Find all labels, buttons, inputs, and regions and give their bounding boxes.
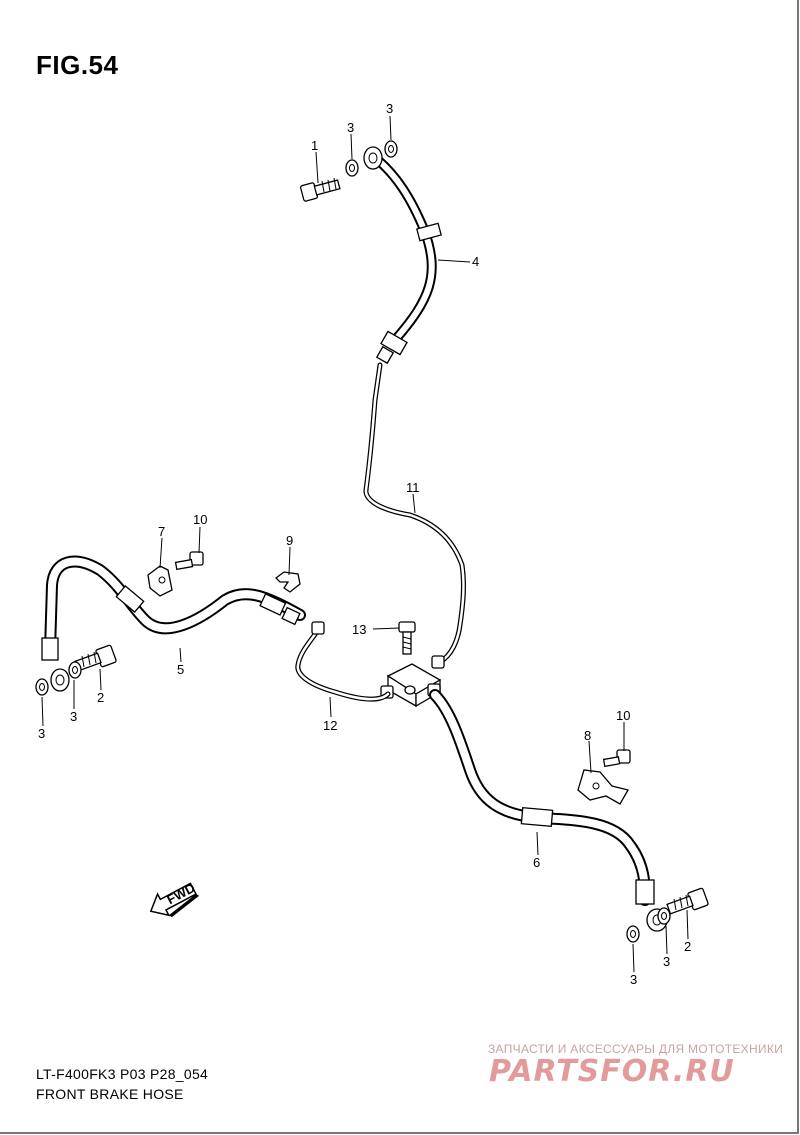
callout-9: 9 — [286, 533, 293, 548]
leader-lines — [41, 115, 689, 973]
brake-junction-block — [380, 663, 442, 708]
figure-title: FIG.54 — [36, 50, 119, 80]
callout-12: 12 — [323, 718, 337, 733]
callout-1: 1 — [311, 138, 318, 153]
callout-8: 8 — [584, 728, 591, 743]
watermark-tagline: ЗАПЧАСТИ И АКСЕССУАРЫ ДЛЯ МОТОТЕХНИКИ — [488, 1042, 784, 1056]
callout-3-right-inner: 3 — [663, 954, 670, 969]
brake-pipe-left — [295, 621, 391, 702]
watermark-logo: PARTSFOR.RU — [489, 1054, 735, 1089]
clamp-bolt-left — [174, 551, 204, 571]
callout-3-left-inner: 3 — [70, 709, 77, 724]
washers — [35, 140, 671, 943]
callout-10-right: 10 — [616, 708, 630, 723]
junction-bolt — [398, 621, 416, 655]
left-hose — [41, 555, 306, 661]
upper-banjo-fitting — [363, 146, 383, 170]
callout-7: 7 — [158, 524, 165, 539]
hose-clamp-right — [577, 769, 629, 805]
callout-3-top-right: 3 — [386, 101, 393, 116]
callout-3-top-left: 3 — [347, 120, 354, 135]
union-bolt-left — [74, 644, 117, 672]
left-banjo-fitting — [50, 668, 70, 692]
brake-pipe-main — [363, 362, 466, 669]
document-code: LT-F400FK3 P03 P28_054 — [36, 1066, 209, 1082]
forward-direction-arrow: FWD — [149, 880, 200, 917]
callout-5: 5 — [177, 662, 184, 677]
forward-label: FWD — [164, 880, 197, 907]
clamp-bolt-right — [602, 749, 631, 768]
pipe-clip — [275, 571, 301, 593]
callout-4: 4 — [472, 254, 479, 269]
upper-hose — [373, 155, 442, 365]
callout-6: 6 — [533, 855, 540, 870]
callout-3-left-outer: 3 — [38, 726, 45, 741]
figure-caption: FRONT BRAKE HOSE — [36, 1086, 184, 1102]
callout-11: 11 — [406, 480, 420, 495]
callout-3-right-outer: 3 — [630, 972, 637, 987]
callout-2-left: 2 — [97, 690, 104, 705]
callout-2-right: 2 — [684, 939, 691, 954]
callout-10-left: 10 — [193, 512, 207, 527]
callout-13: 13 — [352, 622, 366, 637]
hose-clamp-left — [147, 565, 173, 597]
right-hose — [429, 689, 655, 906]
union-bolt-right — [666, 887, 709, 915]
union-bolt-top — [299, 177, 341, 202]
